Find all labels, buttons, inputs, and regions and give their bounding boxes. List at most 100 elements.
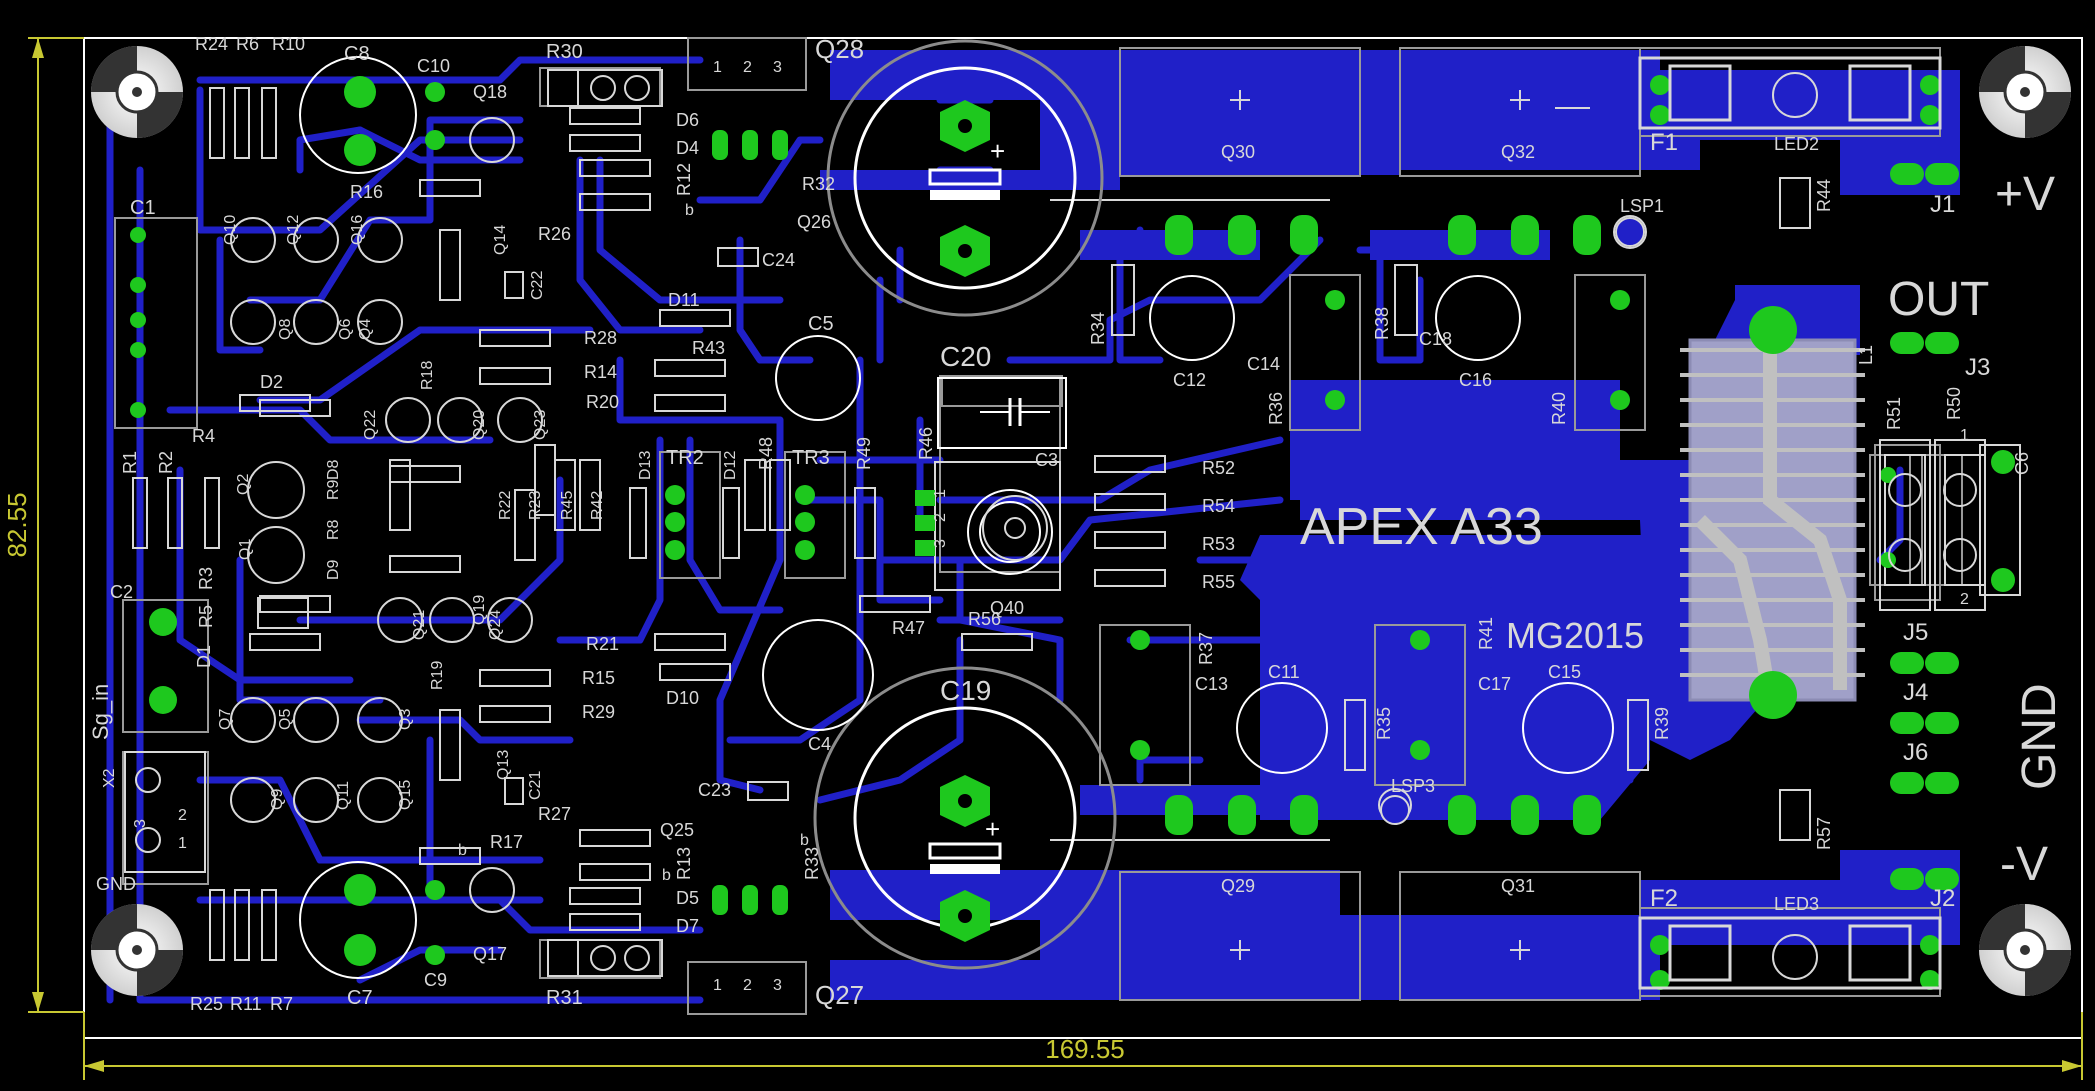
label-d12: D12 — [722, 451, 739, 480]
label-q19: Q19 — [471, 595, 488, 625]
label-c23: C23 — [698, 780, 731, 800]
label-r19: R19 — [429, 661, 446, 690]
label-d2: D2 — [260, 372, 283, 392]
inductor-l1 — [1680, 315, 1865, 702]
label-r47: R47 — [892, 618, 925, 638]
label-r9: R9 — [325, 479, 342, 500]
label-c17: C17 — [1478, 674, 1511, 694]
label-r35: R35 — [1374, 707, 1394, 740]
label-c14: C14 — [1247, 354, 1280, 374]
label-r56: R56 — [968, 609, 1001, 629]
label-neg-rail: -V — [2000, 838, 2048, 891]
label-r25: R25 — [190, 994, 223, 1014]
label-j1: J1 — [1930, 191, 1955, 218]
fuses — [1638, 56, 1942, 990]
label-n1: 1 — [713, 59, 722, 76]
label-r51: R51 — [1884, 397, 1904, 430]
board-title: APEX A33 — [1300, 498, 1543, 556]
label-n12: 1 — [178, 835, 187, 852]
label-lsp3: LSP3 — [1391, 776, 1435, 796]
label-c24: C24 — [762, 250, 795, 270]
label-gnd: GND — [96, 874, 136, 894]
label-q8: Q8 — [277, 319, 294, 340]
label-q27: Q27 — [815, 980, 864, 1010]
label-q28: Q28 — [815, 34, 864, 64]
label-r20: R20 — [586, 392, 619, 412]
label-c5: C5 — [808, 313, 834, 335]
label-gnd: GND — [2013, 683, 2066, 790]
label-q2: Q2 — [235, 474, 252, 495]
label-n10: 3 — [132, 819, 149, 828]
label-q40: Q40 — [990, 598, 1024, 618]
label-r22: R22 — [497, 491, 514, 520]
label-x2: X2 — [101, 768, 118, 788]
label-b3: b — [800, 832, 809, 849]
label-r18: R18 — [419, 361, 436, 390]
label-r17: R17 — [490, 832, 523, 852]
dimension-width-label: 169.55 — [1045, 1034, 1125, 1064]
label-r30: R30 — [546, 41, 583, 63]
label-r54: R54 — [1202, 496, 1235, 516]
label-c7: C7 — [347, 987, 373, 1009]
label-r1: R1 — [120, 451, 140, 474]
label-r44: R44 — [1814, 179, 1834, 212]
label-j4: J4 — [1903, 679, 1928, 706]
label-l1: L1 — [1856, 345, 1876, 365]
label-c4: C4 — [808, 734, 831, 754]
label-r4: R4 — [192, 426, 215, 446]
label-d6: D6 — [676, 110, 699, 130]
label-q25: Q25 — [660, 820, 694, 840]
label-n13: 1 — [1960, 427, 1969, 444]
label-q17: Q17 — [473, 944, 507, 964]
label-r23: R23 — [527, 491, 544, 520]
label-r24: R24 — [195, 34, 228, 54]
label-r13: R13 — [674, 847, 694, 880]
silkscreen-bodies — [132, 69, 2021, 977]
label-j2: J2 — [1930, 885, 1955, 912]
label-r32: R32 — [802, 174, 835, 194]
label-r21: R21 — [586, 634, 619, 654]
dimension-width — [83, 1012, 2083, 1080]
label-c11: C11 — [1268, 662, 1300, 682]
label-c3: C3 — [1035, 450, 1058, 470]
label-r46: R46 — [916, 427, 936, 460]
label-q9: Q9 — [269, 789, 286, 810]
label-f2: F2 — [1650, 885, 1678, 912]
label-q30: Q30 — [1221, 142, 1255, 162]
label-r12: R12 — [674, 163, 694, 196]
mounting-holes — [91, 46, 2071, 996]
label-q16: Q16 — [349, 215, 366, 245]
label-r49: R49 — [854, 437, 874, 470]
label-c15: C15 — [1548, 662, 1581, 682]
label-r31: R31 — [546, 987, 583, 1009]
label-r38: R38 — [1372, 307, 1392, 340]
label-tr3: TR3 — [792, 447, 830, 469]
label-c20: C20 — [940, 341, 991, 372]
label-c1: C1 — [130, 197, 156, 219]
label-d7: D7 — [676, 916, 699, 936]
label-r11: R11 — [230, 994, 262, 1014]
label-r41: R41 — [1476, 617, 1496, 650]
label-q22: Q22 — [362, 410, 379, 440]
label-r10: R10 — [272, 34, 305, 54]
label-r36: R36 — [1266, 392, 1286, 425]
label-c2: C2 — [110, 582, 133, 602]
label-n8: 2 — [932, 513, 949, 522]
label-d13: D13 — [637, 451, 654, 480]
label-r15: R15 — [582, 668, 615, 688]
label-c13: C13 — [1195, 674, 1228, 694]
label-c21: C21 — [527, 771, 544, 800]
label-q6: Q6 — [337, 319, 354, 340]
trimmer-q40 — [915, 461, 1061, 591]
pads — [130, 75, 2015, 990]
label-q10: Q10 — [222, 215, 239, 245]
label-r45: R45 — [559, 491, 576, 520]
label-led3: LED3 — [1774, 894, 1819, 914]
label-b2: b — [662, 867, 671, 884]
label-sg_in: Sg_in — [88, 684, 113, 740]
label-r6: R6 — [236, 34, 259, 54]
label-q12: Q12 — [285, 215, 302, 245]
label-c22: C22 — [529, 271, 546, 300]
label-q15: Q15 — [397, 780, 414, 810]
label-n3: 3 — [773, 59, 782, 76]
